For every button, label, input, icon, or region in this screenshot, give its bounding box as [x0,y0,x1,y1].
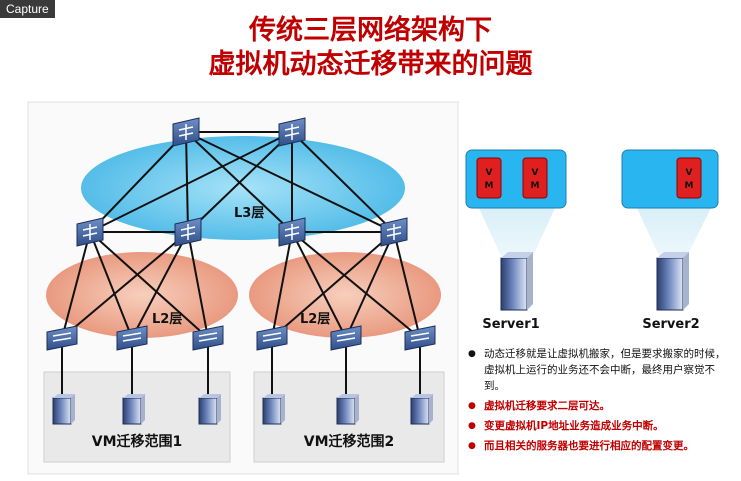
server2-vm-1-label-v: V [686,168,693,178]
server-tower-icon [262,394,285,425]
vm-range-2-label: VM迁移范围2 [304,433,395,450]
router-icons [76,117,408,247]
server-tower-icon [122,394,145,425]
server1-vm-2 [522,157,548,199]
page-title: 传统三层网络架构下 [249,15,492,46]
server1-label: Server1 [482,317,539,332]
l2-cloud-left [46,252,238,338]
bullet-list: 动态迁移就是让虚拟机搬家，但是要求搬家的时候，虚拟机上运行的业务还不会中断，最终… [468,346,730,458]
server1-vm-2-label-m: M [531,181,540,191]
l3-cloud [81,136,405,240]
server-tower-icon [198,394,221,425]
router-icon [172,117,200,147]
switch-icon [404,325,436,351]
aggregation-links [61,231,421,339]
server2-beam [636,206,712,258]
bullet-item: 变更虚拟机IP地址业务造成业务中断。 [468,418,730,434]
switch-icon [256,325,288,351]
server2-panel [621,149,719,209]
vm-range-1-label: VM迁移范围1 [92,433,183,450]
capture-label: Capture [0,0,55,18]
l2-label-left: L2层 [152,312,182,327]
l3-label: L3层 [234,206,264,221]
router-icon [380,217,408,247]
switch-icon [116,325,148,351]
server-tower-icon [410,394,433,425]
server1-icon [500,252,533,311]
server1-vm-2-label-v: V [532,168,539,178]
switch-icons [46,325,436,351]
server-tower-icon [336,394,359,425]
server1-vm-1-label-m: M [485,181,494,191]
page-subtitle: 虚拟机动态迁移带来的问题 [208,49,533,80]
server2-icon [656,252,689,311]
core-links [89,131,395,233]
server2-vm-1-label-m: M [685,181,694,191]
router-icon [174,217,202,247]
bullet-item: 虚拟机迁移要求二层可达。 [468,398,730,414]
switch-icon [46,325,78,351]
server2-label: Server2 [642,317,699,332]
switch-icon [192,325,224,351]
server-tower-icons [52,394,433,425]
l2-cloud-right [249,252,441,338]
bullet-item: 动态迁移就是让虚拟机搬家，但是要求搬家的时候，虚拟机上运行的业务还不会中断，最终… [468,346,730,394]
l2-label-right: L2层 [300,312,330,327]
server1-beam [478,206,556,258]
bullet-item: 而且相关的服务器也要进行相应的配置变更。 [468,438,730,454]
server2-vm-1 [676,157,702,199]
router-icon [76,217,104,247]
server-tower-icon [52,394,75,425]
server-links [61,338,421,400]
server1-vm-1-label-v: V [486,168,493,178]
server1-vm-1 [476,157,502,199]
switch-icon [330,325,362,351]
router-icon [278,117,306,147]
router-icon [278,217,306,247]
